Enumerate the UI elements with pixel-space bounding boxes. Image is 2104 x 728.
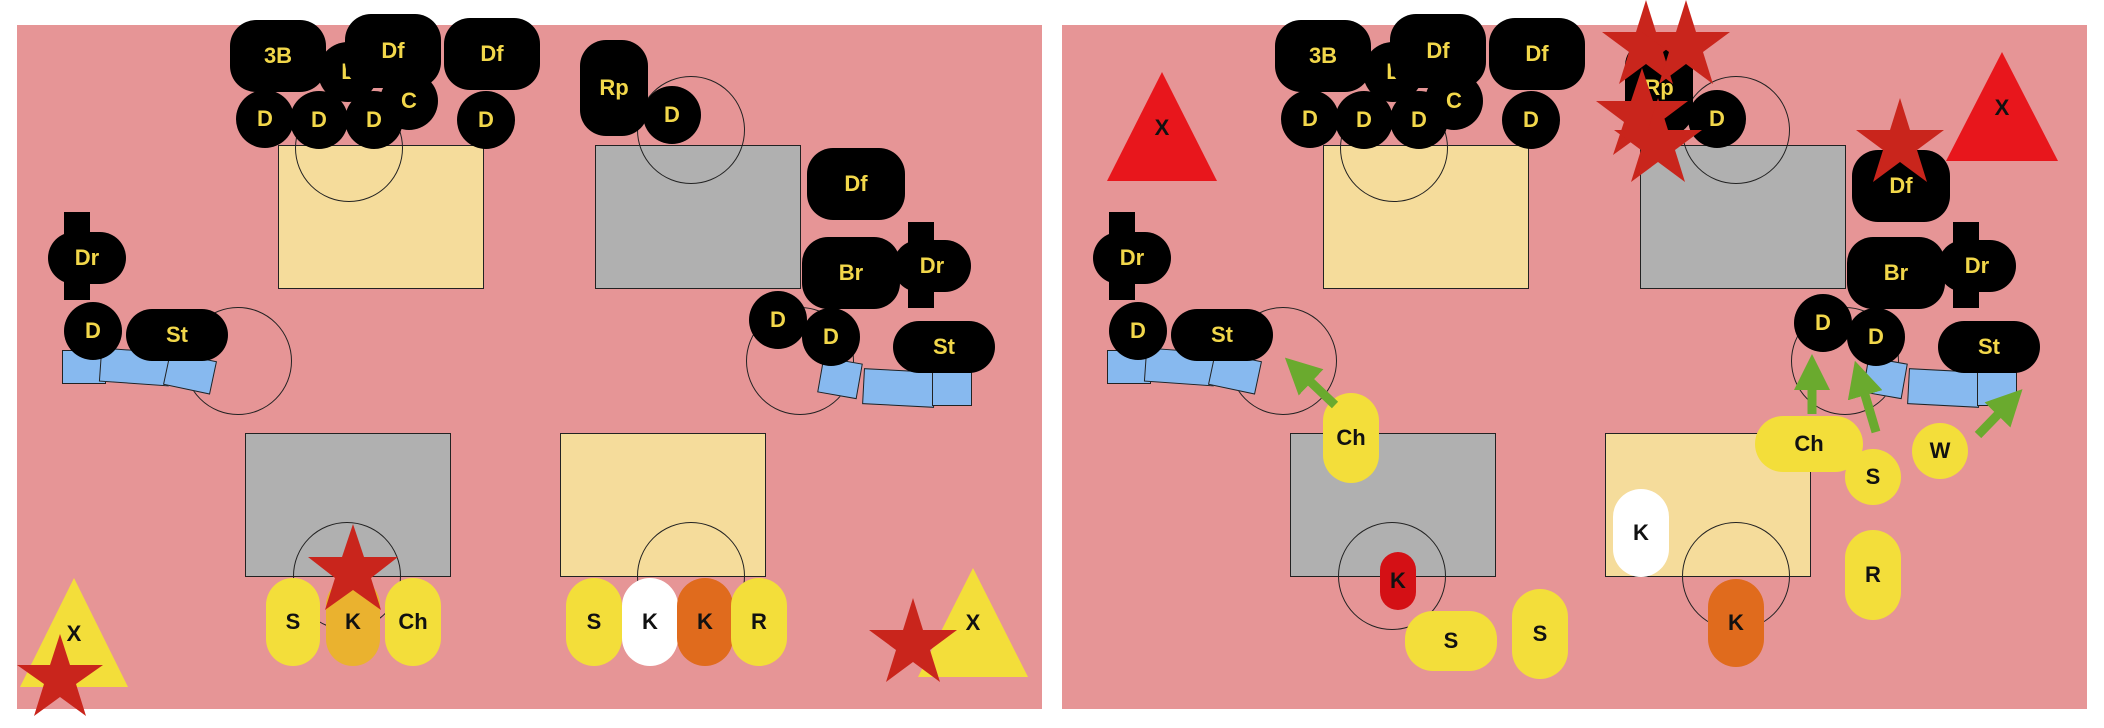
right-star-top-3 bbox=[1596, 68, 1688, 155]
right-circle-bottom-left bbox=[1338, 522, 1446, 630]
right-token-st-left: St bbox=[1171, 309, 1273, 361]
left-token-d-3: D bbox=[345, 91, 403, 149]
right-token-w: W bbox=[1912, 423, 1968, 479]
left-blue-bar-6 bbox=[932, 372, 972, 406]
right-token-k-red: K bbox=[1380, 552, 1416, 610]
right-token-s-3: S bbox=[1845, 449, 1901, 505]
right-star-top-1 bbox=[1602, 0, 1690, 84]
left-token-df-1: Df bbox=[345, 14, 441, 88]
left-token-s-2: S bbox=[566, 578, 622, 666]
left-token-br: Br bbox=[802, 237, 900, 309]
right-token-dr-left: Dr bbox=[1093, 232, 1171, 284]
left-x-label-bottom-right: X bbox=[965, 610, 981, 635]
left-token-df-right: Df bbox=[807, 148, 905, 220]
right-token-df-1: Df bbox=[1390, 14, 1486, 88]
right-token-d-3: D bbox=[1390, 91, 1448, 149]
right-token-st-right: St bbox=[1938, 321, 2040, 373]
right-token-d-1: D bbox=[1281, 90, 1339, 148]
right-token-dr-right: Dr bbox=[1938, 240, 2016, 292]
left-token-st-left: St bbox=[126, 309, 228, 361]
left-token-d-r2: D bbox=[802, 308, 860, 366]
right-star-top-2 bbox=[1642, 0, 1730, 84]
left-star-bottom-center bbox=[308, 524, 398, 610]
left-token-d-r1: D bbox=[749, 291, 807, 349]
right-token-d-rp: D bbox=[1688, 90, 1746, 148]
right-star-df bbox=[1856, 98, 1944, 182]
right-token-s-2: S bbox=[1512, 589, 1568, 679]
right-token-k-orange: K bbox=[1708, 579, 1764, 667]
left-token-st-right: St bbox=[893, 321, 995, 373]
left-star-bottom-right bbox=[869, 598, 957, 682]
right-token-3b: 3B bbox=[1275, 20, 1371, 92]
left-token-3b: 3B bbox=[230, 20, 326, 92]
right-triangle-top-left bbox=[1107, 72, 1217, 181]
right-token-r: R bbox=[1845, 530, 1901, 620]
left-token-dr-left: Dr bbox=[48, 232, 126, 284]
left-token-k-2: K bbox=[622, 578, 678, 666]
left-token-d-2: D bbox=[290, 91, 348, 149]
left-x-label-bottom-left: X bbox=[66, 621, 82, 646]
left-token-k-3: K bbox=[677, 578, 733, 666]
left-token-s-1: S bbox=[266, 578, 320, 666]
left-star-bottom-left bbox=[17, 634, 103, 716]
left-token-df-2: Df bbox=[444, 18, 540, 90]
right-token-d-left: D bbox=[1109, 302, 1167, 360]
right-token-df-2: Df bbox=[1489, 18, 1585, 90]
left-triangle-bottom-left bbox=[20, 578, 128, 687]
left-token-d-4: D bbox=[457, 91, 515, 149]
right-x-label-top-right: X bbox=[1994, 95, 2010, 120]
left-token-d-left: D bbox=[64, 302, 122, 360]
right-token-ch-2: Ch bbox=[1755, 416, 1863, 472]
left-token-r: R bbox=[731, 578, 787, 666]
left-token-dr-right: Dr bbox=[893, 240, 971, 292]
left-token-d-rp: D bbox=[643, 86, 701, 144]
right-token-d-2: D bbox=[1335, 91, 1393, 149]
left-token-rp: Rp bbox=[580, 40, 648, 136]
right-arrow-ch-to-st bbox=[1284, 357, 1339, 409]
right-arrow-s-up bbox=[1847, 360, 1883, 434]
right-token-ch-1: Ch bbox=[1323, 393, 1379, 483]
right-triangle-top-right bbox=[1946, 52, 2058, 161]
right-arrow-w-up bbox=[1974, 389, 2023, 439]
right-token-k-white: K bbox=[1613, 489, 1669, 577]
right-star-top-4 bbox=[1614, 98, 1702, 182]
right-token-s-1: S bbox=[1405, 611, 1497, 671]
right-x-label-top-left: X bbox=[1154, 115, 1170, 140]
left-triangle-bottom-right bbox=[918, 568, 1028, 677]
right-token-d-r2: D bbox=[1847, 308, 1905, 366]
right-token-d-r1: D bbox=[1794, 294, 1852, 352]
left-token-ch-1: Ch bbox=[385, 578, 441, 666]
right-token-d-4: D bbox=[1502, 91, 1560, 149]
left-token-d-1: D bbox=[236, 90, 294, 148]
right-token-br: Br bbox=[1847, 237, 1945, 309]
